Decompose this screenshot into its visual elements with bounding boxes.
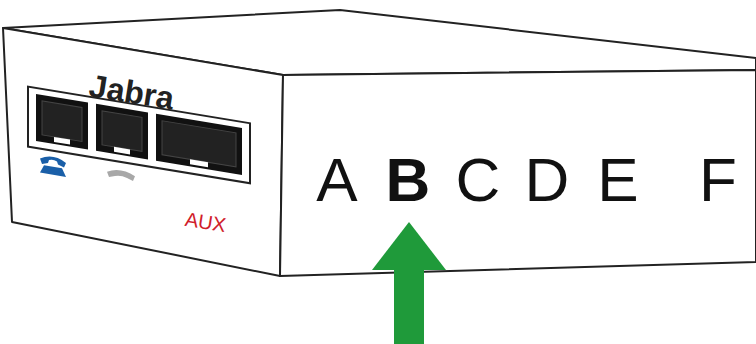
position-letter: F [699,149,737,211]
position-letter: A [316,149,357,211]
phone-icon [40,155,66,177]
box-right-face [280,70,756,276]
position-letter: E [597,149,638,211]
box-left-face [3,28,283,276]
position-letter: C [456,149,501,211]
aux-port [156,114,242,175]
handset-icon [107,168,135,181]
position-letter: B [386,149,431,211]
handset-port [96,104,148,160]
phone-port [36,94,88,150]
pointer-arrow [372,222,446,344]
position-letter: D [525,149,570,211]
